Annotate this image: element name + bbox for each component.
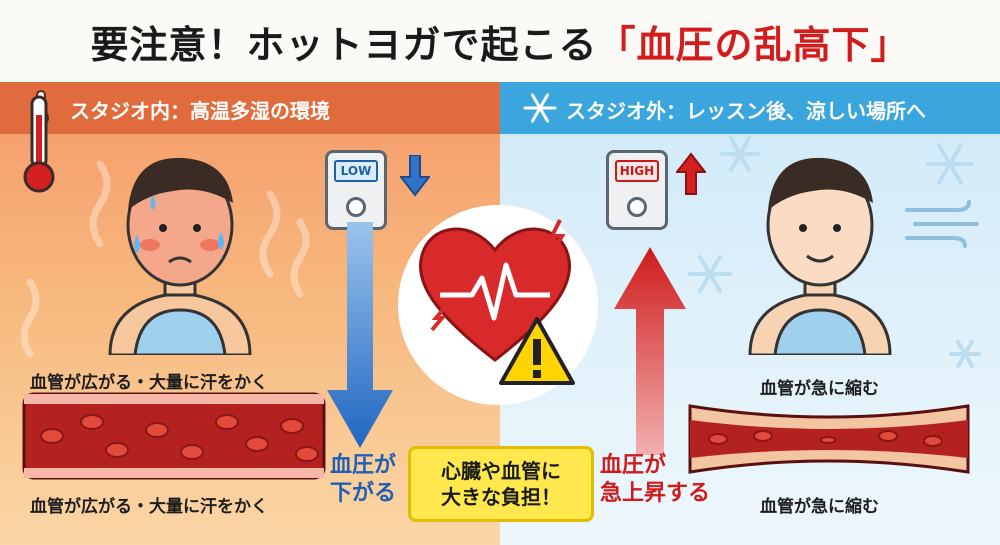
big-up-arrow-icon <box>614 247 686 455</box>
title-prefix: 要注意！ホットヨガで起こる <box>90 22 598 67</box>
warning-line1: 心臓や血管に <box>441 459 561 483</box>
blood-pressure-monitor-icon: HIGH <box>606 150 668 230</box>
bp-rise-line1: 血圧が <box>600 453 667 478</box>
blood-pressure-monitor-icon: LOW <box>325 150 387 230</box>
snowflake-decoration <box>688 136 981 368</box>
bp-drop-line2: 下がる <box>330 480 397 506</box>
cool-outside-header-text: スタジオ外：レッスン後、涼しい場所へ <box>566 99 926 123</box>
right-caption-top: 血管が急に縮む <box>760 379 879 399</box>
sweating-person-illustration <box>108 157 252 355</box>
left-caption-bottom: 血管が広がる・大量に汗をかく <box>30 497 268 517</box>
hot-studio-header: スタジオ内：高温多湿の環境 <box>0 82 500 134</box>
monitor-low-label: LOW <box>334 160 378 182</box>
bp-rise-line2: 急上昇する <box>600 480 711 506</box>
title-bar: 要注意！ホットヨガで起こる「血圧の乱高下」 <box>0 0 1000 82</box>
wind-icon <box>905 200 979 248</box>
monitor-high-label: HIGH <box>615 160 659 182</box>
heart-burden-warning-box: 心臓や血管に 大きな負担！ <box>408 446 594 522</box>
blood-pressure-rise-label: 血圧が 急上昇する <box>600 452 710 507</box>
dilated-blood-vessel <box>22 392 326 480</box>
steam-decoration <box>20 160 310 358</box>
big-down-arrow-icon <box>327 222 393 448</box>
cool-outside-header: スタジオ外：レッスン後、涼しい場所へ <box>500 82 1000 134</box>
up-arrow-icon <box>676 152 706 195</box>
right-caption-bottom: 血管が急に縮む <box>760 497 879 517</box>
warning-icon <box>499 317 575 385</box>
constricted-blood-vessel <box>688 404 970 474</box>
blood-pressure-drop-label: 血圧が 下がる <box>330 452 396 507</box>
bp-drop-line1: 血圧が <box>330 453 397 478</box>
calm-person-illustration <box>748 157 892 355</box>
title-highlight: 「血圧の乱高下」 <box>597 22 910 67</box>
snowflake-icon <box>523 93 557 123</box>
warning-line2: 大きな負担！ <box>441 485 561 509</box>
hot-studio-header-text: スタジオ内：高温多湿の環境 <box>70 99 330 123</box>
down-arrow-icon <box>400 155 430 197</box>
page-title: 要注意！ホットヨガで起こる「血圧の乱高下」 <box>90 14 909 69</box>
left-caption-top: 血管が広がる・大量に汗をかく <box>30 373 268 393</box>
thermometer-icon <box>23 95 55 193</box>
